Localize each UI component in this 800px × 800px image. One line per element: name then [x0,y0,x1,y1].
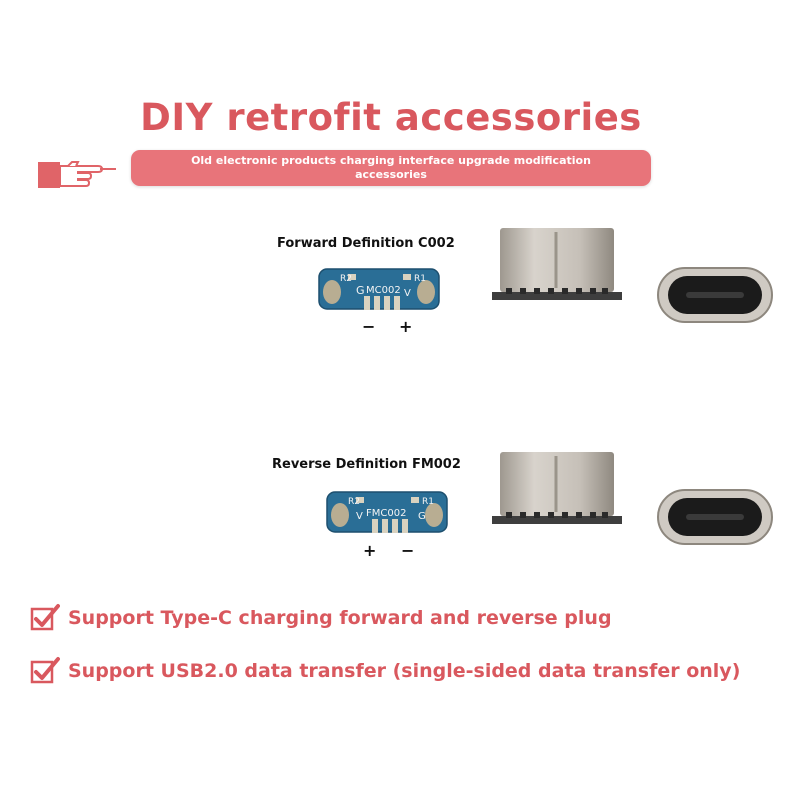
pointing-hand-icon [38,161,116,188]
reverse-resistor-left: R2 [348,497,360,507]
forward-sign-right: + [399,317,413,336]
reverse-pcb-board: R2 R1 V G FMC002 [326,491,448,533]
type-c-port-front [657,489,773,545]
reverse-sign-left: + [363,541,377,560]
page-title: DIY retrofit accessories [140,96,642,139]
reverse-definition-label: Reverse Definition FM002 [272,457,461,472]
forward-pad-left: G [356,284,365,297]
reverse-board-text: FMC002 [366,508,406,519]
feature-item: Support USB2.0 data transfer (single-sid… [30,656,740,686]
banner-text: Old electronic products charging interfa… [191,154,591,181]
checkbox-check-icon [30,657,60,684]
type-c-connector-side [492,452,622,524]
type-c-connector-side [492,228,622,300]
forward-sign-left: − [362,317,376,336]
forward-definition-label: Forward Definition C002 [277,236,455,251]
type-c-port-front [657,267,773,323]
forward-resistor-left: R2 [340,274,352,284]
forward-pad-right: V [404,288,411,299]
feature-item: Support Type-C charging forward and reve… [30,603,612,633]
forward-resistor-right: R1 [414,274,426,284]
forward-board-text: MC002 [366,285,401,296]
forward-pcb-board: R2 R1 G V MC002 [318,268,440,310]
reverse-pad-left: V [356,511,363,522]
reverse-resistor-right: R1 [422,497,434,507]
feature-text: Support USB2.0 data transfer (single-sid… [68,660,741,682]
feature-text: Support Type-C charging forward and reve… [68,607,612,629]
checkbox-check-icon [30,604,60,631]
reverse-sign-right: − [401,541,415,560]
subtitle-banner: Old electronic products charging interfa… [131,150,651,186]
reverse-pad-right: G [418,511,426,522]
